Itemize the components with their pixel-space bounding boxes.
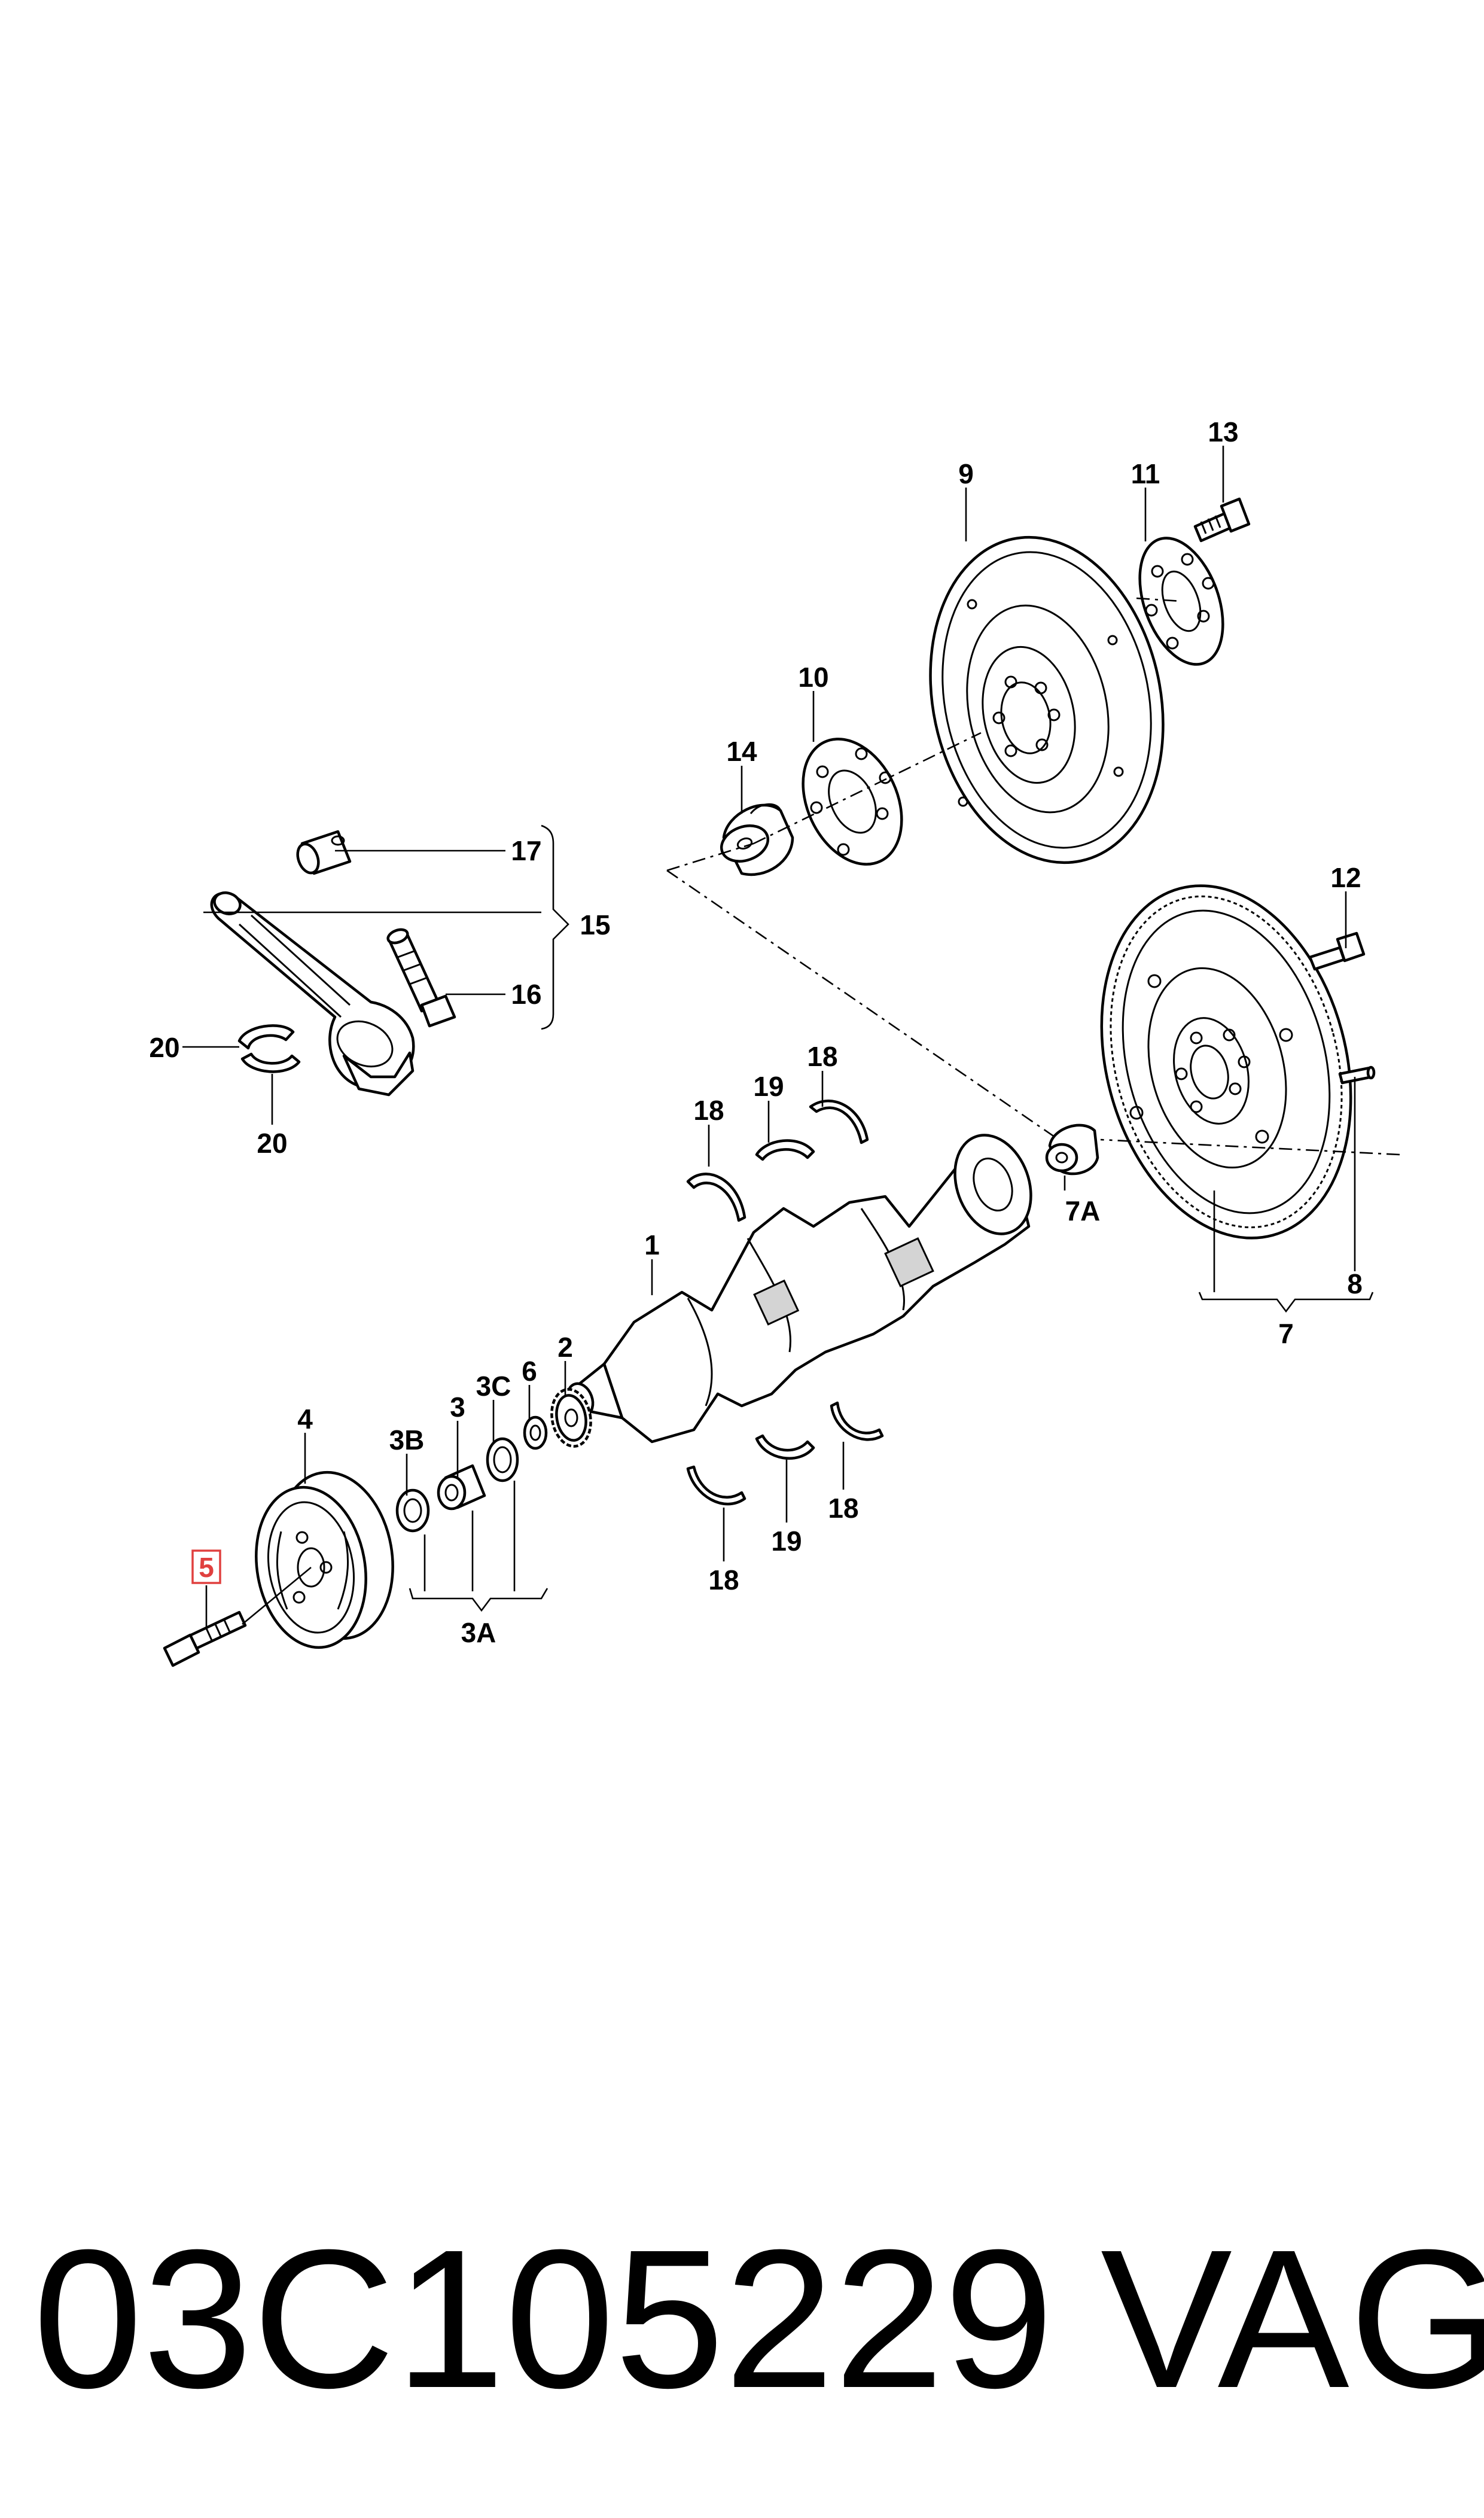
callout-19-b: 19 bbox=[771, 1526, 802, 1557]
callout-7a: 7A bbox=[1065, 1195, 1101, 1226]
flywheel-7 bbox=[1100, 884, 1352, 1240]
callout-10: 10 bbox=[798, 662, 828, 693]
callout-12: 12 bbox=[1330, 862, 1361, 893]
bushing-7a bbox=[1045, 1123, 1099, 1176]
bolt-12 bbox=[1308, 931, 1366, 971]
callout-labels: 9 11 13 10 14 12 17 15 16 20 20 18 19 18… bbox=[149, 416, 1362, 1648]
callout-7: 7 bbox=[1278, 1318, 1294, 1349]
bolt-13 bbox=[1193, 497, 1251, 543]
callout-4: 4 bbox=[297, 1403, 313, 1435]
callout-20-left: 20 bbox=[149, 1032, 179, 1063]
thrust-washers-18 bbox=[686, 1100, 884, 1506]
callout-17: 17 bbox=[511, 835, 541, 866]
callout-6: 6 bbox=[522, 1356, 537, 1387]
callout-18-a: 18 bbox=[807, 1041, 837, 1072]
part-number: 03C105229 bbox=[33, 2208, 1054, 2429]
callout-2: 2 bbox=[557, 1332, 573, 1363]
callout-18-b: 18 bbox=[693, 1095, 724, 1126]
callout-18-d: 18 bbox=[708, 1564, 739, 1596]
bushing-17 bbox=[296, 830, 352, 875]
callout-3b: 3B bbox=[389, 1424, 425, 1456]
callout-18-c: 18 bbox=[828, 1493, 858, 1524]
crankshaft-1 bbox=[566, 1134, 1032, 1444]
connecting-rod-15 bbox=[210, 891, 415, 1097]
callout-1: 1 bbox=[644, 1229, 660, 1260]
callout-11: 11 bbox=[1131, 458, 1160, 489]
ring-3c bbox=[486, 1437, 519, 1482]
callout-3: 3 bbox=[450, 1392, 465, 1423]
bolt-16 bbox=[386, 928, 456, 1028]
callout-16: 16 bbox=[511, 979, 541, 1010]
callout-13: 13 bbox=[1208, 416, 1238, 447]
callout-3a: 3A bbox=[461, 1617, 496, 1648]
bearing-shells-20 bbox=[237, 1024, 301, 1073]
callout-5: 5 bbox=[199, 1552, 214, 1583]
leader-lines bbox=[182, 446, 1400, 1627]
bearing-shells-19 bbox=[755, 1139, 815, 1460]
callout-3c: 3C bbox=[476, 1371, 511, 1402]
washer-6 bbox=[523, 1415, 548, 1450]
callout-15: 15 bbox=[580, 909, 610, 940]
callout-20-bottom: 20 bbox=[257, 1128, 287, 1159]
plate-10 bbox=[802, 738, 903, 866]
gear-2 bbox=[550, 1388, 592, 1448]
flywheel-9 bbox=[929, 535, 1165, 864]
callout-5-highlight-box bbox=[191, 1549, 221, 1584]
pulley-4 bbox=[255, 1470, 394, 1649]
callout-9: 9 bbox=[958, 458, 974, 489]
bolt-5 bbox=[163, 1610, 247, 1667]
sleeve-3 bbox=[437, 1464, 486, 1511]
plate-11 bbox=[1138, 537, 1224, 666]
bushing-14 bbox=[720, 803, 794, 876]
callout-8: 8 bbox=[1347, 1268, 1363, 1299]
brand-label: VAG bbox=[1101, 2208, 1484, 2429]
callout-19-a: 19 bbox=[753, 1071, 784, 1102]
pin-8 bbox=[1338, 1065, 1376, 1085]
callout-14: 14 bbox=[726, 736, 757, 767]
washer-3b bbox=[395, 1488, 430, 1533]
